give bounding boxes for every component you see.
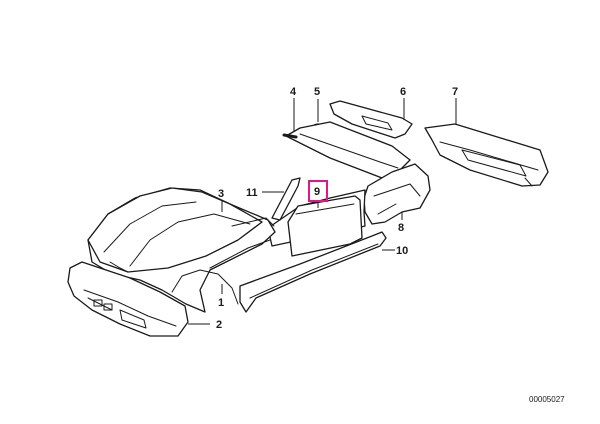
rear-side-panel-part[interactable] bbox=[363, 163, 431, 225]
callout-9[interactable]: 9 bbox=[314, 186, 320, 198]
callout-8[interactable]: 8 bbox=[398, 222, 404, 234]
side-skirt-part[interactable] bbox=[239, 231, 387, 313]
callout-3[interactable]: 3 bbox=[218, 188, 224, 200]
callout-4[interactable]: 4 bbox=[290, 86, 297, 98]
callout-5[interactable]: 5 bbox=[314, 86, 320, 98]
callout-2[interactable]: 2 bbox=[216, 319, 222, 331]
callout-6[interactable]: 6 bbox=[400, 86, 406, 98]
wheel-arch-line bbox=[171, 269, 239, 305]
callout-10[interactable]: 10 bbox=[396, 245, 408, 257]
door-panel-part[interactable] bbox=[287, 195, 363, 257]
fender-line bbox=[209, 239, 271, 269]
callout-7[interactable]: 7 bbox=[452, 86, 458, 98]
a-pillar-trim-part[interactable] bbox=[271, 177, 301, 221]
callout-11[interactable]: 11 bbox=[246, 187, 258, 199]
rear-bumper-part[interactable] bbox=[424, 123, 549, 187]
callout-9-highlight bbox=[308, 180, 328, 202]
hood-part[interactable] bbox=[87, 187, 263, 273]
reference-number: 00005027 bbox=[529, 395, 565, 404]
rear-cover-panel-part[interactable] bbox=[282, 121, 411, 179]
cowl-line bbox=[231, 217, 275, 227]
front-bumper-part[interactable] bbox=[67, 261, 189, 337]
callout-1[interactable]: 1 bbox=[218, 297, 224, 309]
trunk-lid-part[interactable] bbox=[329, 100, 413, 139]
